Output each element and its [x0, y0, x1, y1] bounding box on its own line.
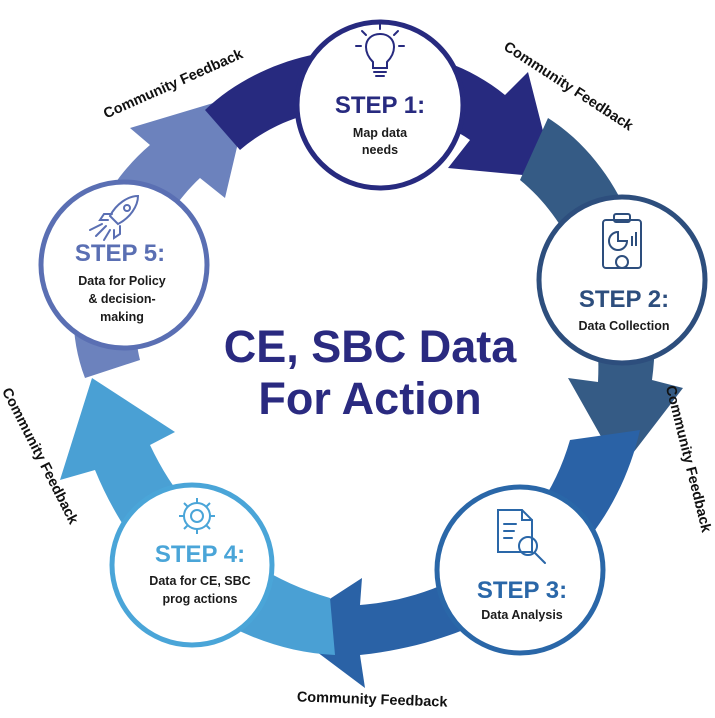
step-2-desc-line-1: Data Collection — [579, 319, 670, 333]
step-3-title: STEP 3: — [477, 577, 567, 604]
step-5-circle — [38, 179, 210, 351]
step-4-desc-line-2: prog actions — [162, 592, 237, 606]
step-3: STEP 3: Data Analysis — [434, 484, 606, 656]
rocket-icon — [89, 194, 140, 241]
center-title-line-1: CE, SBC Data — [224, 321, 518, 372]
step-4-circle — [109, 482, 275, 648]
step-1-title: STEP 1: — [335, 92, 425, 119]
gear-icon — [179, 498, 215, 534]
step-4-desc-line-1: Data for CE, SBC — [149, 574, 250, 588]
step-2: STEP 2: Data Collection — [536, 194, 708, 366]
feedback-label-bottom: Community Feedback — [297, 689, 449, 710]
step-5: STEP 5: Data for Policy & decision- maki… — [38, 179, 210, 351]
feedback-label-right: Community Feedback — [662, 384, 714, 535]
center-title-line-2: For Action — [258, 373, 481, 424]
step-1-desc-line-2: needs — [362, 143, 398, 157]
step-4: STEP 4: Data for CE, SBC prog actions — [109, 482, 275, 648]
step-1-desc-line-1: Map data — [353, 126, 408, 140]
lightbulb-icon — [355, 23, 405, 77]
step-3-circle — [434, 484, 606, 656]
step-4-title: STEP 4: — [155, 541, 245, 568]
step-3-desc-line-1: Data Analysis — [481, 608, 563, 622]
step-5-desc-line-3: making — [100, 310, 144, 324]
document-search-icon — [497, 509, 546, 564]
step-5-desc-line-2: & decision- — [88, 292, 155, 306]
clipboard-chart-icon — [602, 213, 642, 269]
step-5-title: STEP 5: — [75, 240, 165, 267]
step-1: STEP 1: Map data needs — [294, 19, 466, 191]
step-1-circle — [294, 19, 466, 191]
step-2-title: STEP 2: — [579, 286, 669, 313]
arrow-step1-to-step2 — [205, 48, 555, 179]
step-2-circle — [536, 194, 708, 366]
step-5-desc-line-1: Data for Policy — [78, 274, 166, 288]
